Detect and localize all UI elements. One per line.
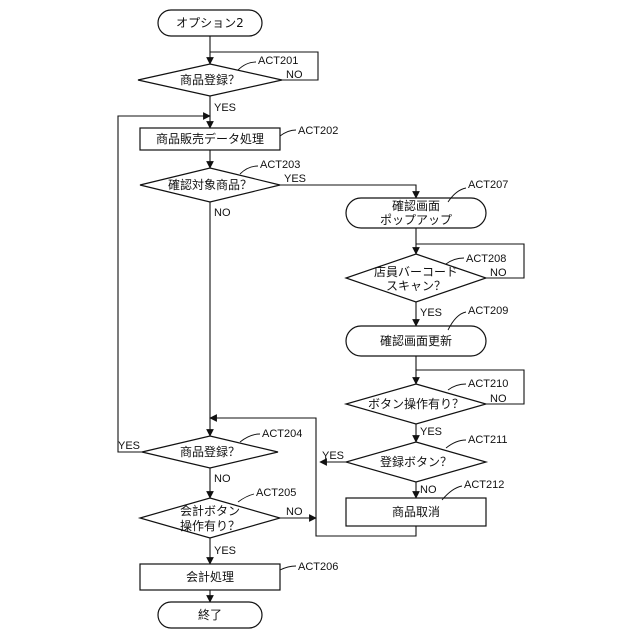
node-act211: 登録ボタン？ xyxy=(346,442,486,482)
act203-no-label: NO xyxy=(214,207,231,219)
node-act204: 商品登録？ xyxy=(142,436,278,468)
act207-line2: ポップアップ xyxy=(380,213,452,227)
act208-line2: スキャン？ xyxy=(386,279,446,293)
act204-yes-label: YES xyxy=(118,440,140,452)
start-label: オプション2 xyxy=(176,16,244,30)
act204-label: 商品登録？ xyxy=(180,444,240,459)
act208-no-label: NO xyxy=(490,267,507,279)
act201-label: 商品登録？ xyxy=(180,72,240,87)
act201-leader xyxy=(238,62,256,70)
act207-line1: 確認画面 xyxy=(392,198,440,213)
act208-line1: 店員バーコード xyxy=(374,265,458,279)
act205-line2: 操作有り？ xyxy=(180,518,240,533)
act208-leader xyxy=(446,258,464,264)
node-act209: 確認画面更新 xyxy=(346,326,486,356)
node-act207: 確認画面 ポップアップ xyxy=(346,198,486,228)
act204-leader xyxy=(240,434,260,442)
act210-yes-label: YES xyxy=(420,426,442,438)
act211-leader xyxy=(446,440,466,448)
act203-yes-label: YES xyxy=(284,173,306,185)
act211-label: 登録ボタン？ xyxy=(380,454,452,469)
act210-leader xyxy=(448,384,466,390)
act202-label: 商品販売データ処理 xyxy=(156,131,264,146)
act206-step: ACT206 xyxy=(298,561,338,573)
act205-line1: 会計ボタン xyxy=(180,503,240,518)
act209-label: 確認画面更新 xyxy=(380,333,452,348)
edge-act203-act207 xyxy=(280,185,416,198)
act206-label: 会計処理 xyxy=(186,569,234,584)
act211-yes-label: YES xyxy=(322,450,344,462)
act212-label: 商品取消 xyxy=(392,504,440,519)
node-act210: ボタン操作有り？ xyxy=(346,384,486,424)
act203-step: ACT203 xyxy=(260,159,300,171)
act208-step: ACT208 xyxy=(466,253,506,265)
act204-no-label: NO xyxy=(214,473,231,485)
node-act205: 会計ボタン 操作有り？ xyxy=(140,498,280,538)
act210-label: ボタン操作有り？ xyxy=(368,396,464,411)
act205-step: ACT205 xyxy=(256,487,296,499)
node-act202: 商品販売データ処理 xyxy=(140,128,280,150)
act201-yes-label: YES xyxy=(214,102,236,114)
act207-step: ACT207 xyxy=(468,179,508,191)
act201-no-label: NO xyxy=(286,69,303,81)
node-end: 終了 xyxy=(158,602,262,628)
act206-leader xyxy=(280,566,296,570)
act203-label: 確認対象商品？ xyxy=(168,177,252,192)
edge-act204-yes-loop xyxy=(118,116,210,452)
act208-yes-label: YES xyxy=(420,307,442,319)
act201-step: ACT201 xyxy=(258,55,298,67)
end-label: 終了 xyxy=(198,607,222,622)
node-act212: 商品取消 xyxy=(346,498,486,526)
act211-no-label: NO xyxy=(420,484,437,496)
act205-no-label: NO xyxy=(286,506,303,518)
node-act206: 会計処理 xyxy=(140,564,280,590)
act209-step: ACT209 xyxy=(468,305,508,317)
act202-leader xyxy=(280,130,296,136)
node-start: オプション2 xyxy=(158,10,262,36)
act212-step: ACT212 xyxy=(464,479,504,491)
act203-leader xyxy=(240,166,258,174)
act210-no-label: NO xyxy=(490,393,507,405)
act210-step: ACT210 xyxy=(468,378,508,390)
node-act201: 商品登録？ xyxy=(138,64,282,96)
node-act203: 確認対象商品？ xyxy=(140,168,280,202)
act205-leader xyxy=(238,494,254,502)
act205-yes-label: YES xyxy=(214,545,236,557)
node-act208: 店員バーコード スキャン？ xyxy=(346,254,486,302)
act202-step: ACT202 xyxy=(298,125,338,137)
act211-step: ACT211 xyxy=(468,434,508,446)
act204-step: ACT204 xyxy=(262,428,302,440)
